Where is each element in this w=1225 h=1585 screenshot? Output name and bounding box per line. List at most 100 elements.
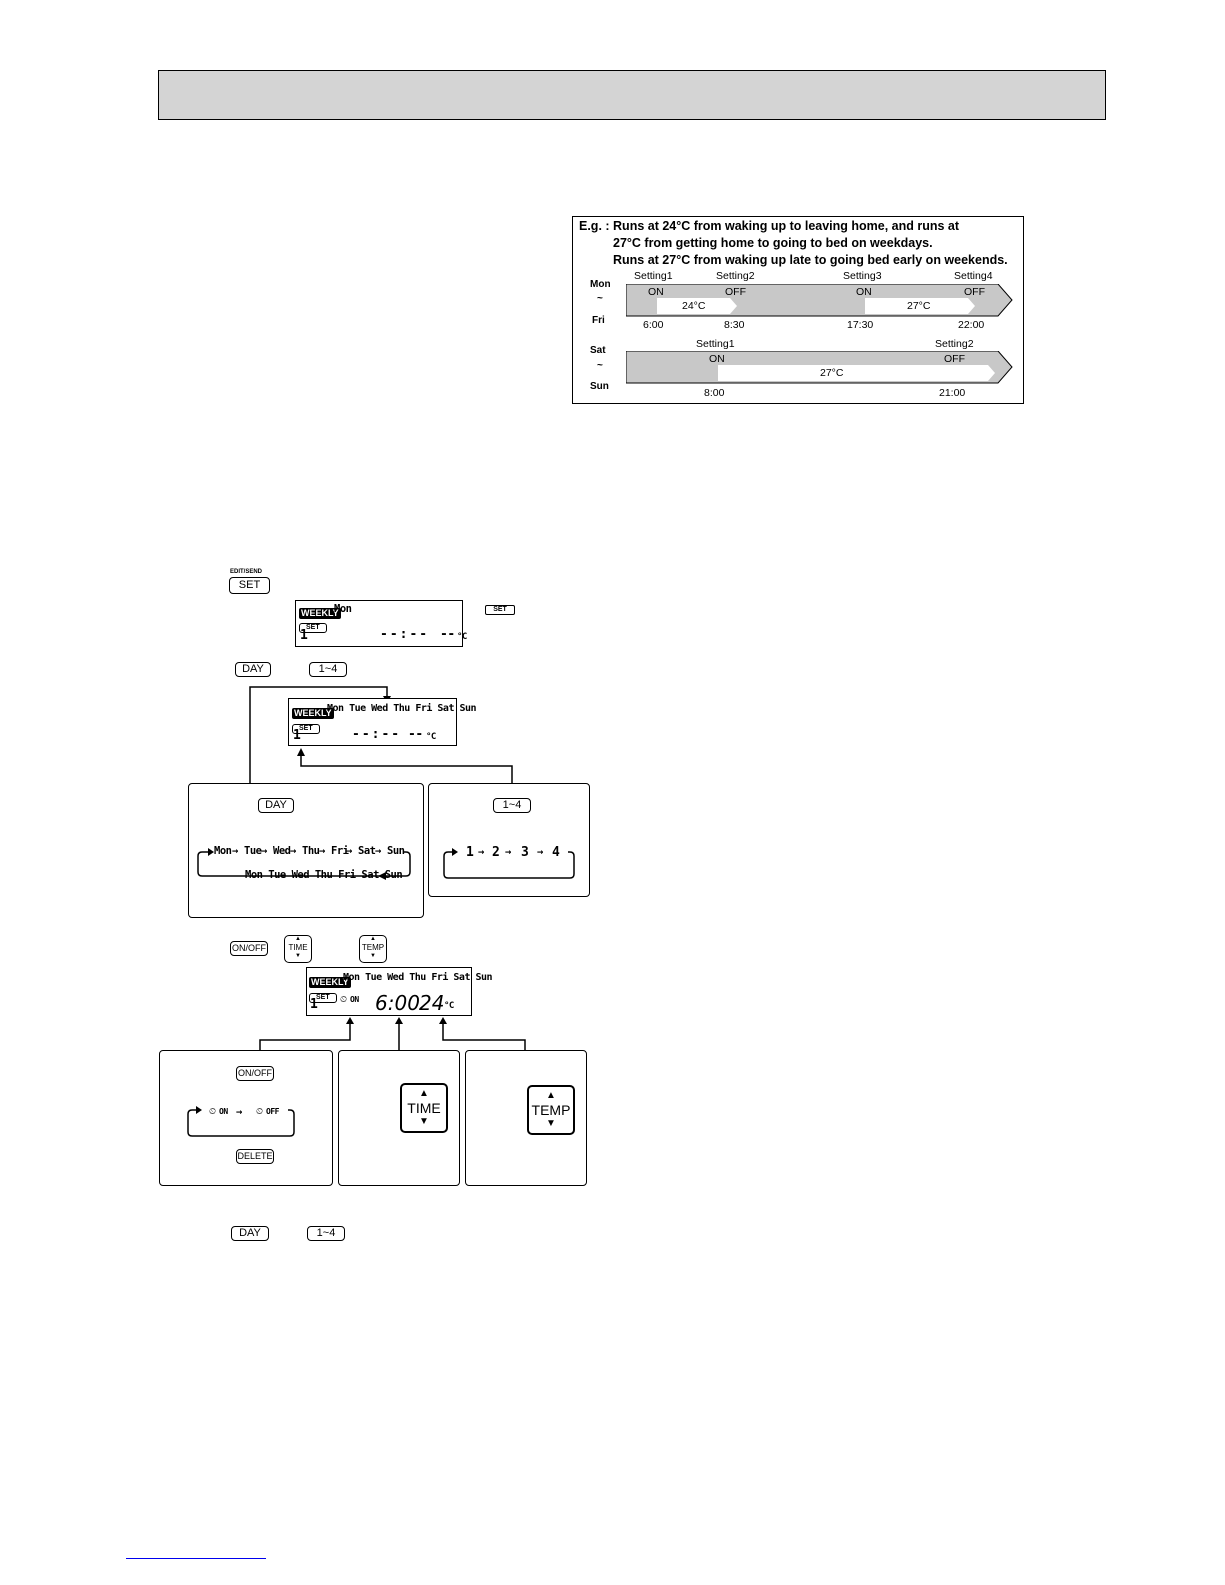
onoff-on: ON [219,1107,228,1116]
day-cycle-fri: Fri [331,845,349,857]
day-cycle-loop [197,848,411,880]
temp-button-large[interactable]: ▲ TEMP ▼ [527,1085,575,1135]
lcd2-setting-number: 1 [293,728,301,743]
example-box [572,216,1024,404]
onoff-cycle-loop [187,1106,295,1137]
temp-small-label: TEMP [361,943,385,952]
day-button[interactable]: DAY [235,662,271,677]
lcd3-unit: °C [444,1001,454,1011]
lcd3-weekly-badge: WEEKLY [309,977,351,988]
temp-up-icon: ▲ [370,936,376,942]
weekend-timeline-arrow [626,351,1013,384]
time-button-large[interactable]: ▲ TIME ▼ [400,1083,448,1133]
example-line-2: 27°C from getting home to going to bed o… [613,236,933,250]
weekend-setting-1: Setting1 [696,338,735,350]
lcd2-time: --:-- [352,727,402,742]
time-up-icon: ▲ [295,936,301,942]
number-2: 2 [492,845,500,860]
weekday-state-4: OFF [964,286,985,298]
lcd-day: Mon [334,603,352,615]
lcd-display-step2 [288,698,457,746]
lcd-display-step1 [295,600,463,647]
lcd3-setting-number: 1 [310,997,318,1012]
time-button-small[interactable]: ▲ TIME ▼ [284,935,312,963]
lcd-weekly-badge: WEEKLY [299,608,341,619]
example-line-3: Runs at 27°C from waking up late to goin… [613,253,1008,267]
weekday-tilde: ~ [597,293,603,304]
lcd2-weekly-badge: WEEKLY [292,708,334,719]
lcd2-unit: °C [426,732,436,742]
weekday-temp-2: 27°C [907,300,931,312]
time-large-down-icon: ▼ [419,1116,429,1127]
time-large-up-icon: ▲ [419,1088,429,1099]
example-line-1: E.g. : Runs at 24°C from waking up to le… [579,219,960,233]
time-large-label: TIME [407,1100,441,1116]
number-3: 3 [521,845,529,860]
section-header-bar [158,70,1106,120]
day-box-key[interactable]: DAY [258,798,294,813]
lcd2-days: Mon Tue Wed Thu Fri Sat Sun [327,703,477,714]
weekday-time-2: 8:30 [724,319,745,331]
set-button[interactable]: SET [229,577,270,594]
lcd-temp: -- [440,627,455,642]
day-button-step4[interactable]: DAY [231,1226,269,1241]
weekday-time-4: 22:00 [958,319,985,331]
set-indicator-small: SET [485,605,515,615]
day-cycle-box [188,783,424,918]
onoff-off: OFF [266,1107,279,1116]
weekend-to: Sun [590,381,609,392]
lcd3-on: ON [350,995,359,1004]
footer-link-underline [126,1558,266,1559]
weekend-tilde: ~ [597,360,603,371]
temp-button-small[interactable]: ▲ TEMP ▼ [359,935,387,963]
onoff-button[interactable]: ON/OFF [230,941,268,956]
weekend-state-2: OFF [944,353,965,365]
weekday-timeline-arrow [626,284,1013,317]
lcd3-time: 6:00 [375,991,420,1015]
num-arrow-2: → [505,846,511,858]
temp-large-down-icon: ▼ [546,1118,556,1129]
weekday-state-1: ON [648,286,664,298]
weekday-setting-4: Setting4 [954,270,993,282]
weekday-time-3: 17:30 [847,319,874,331]
temp-large-label: TEMP [531,1102,571,1118]
weekday-temp-1: 24°C [682,300,706,312]
temp-large-up-icon: ▲ [546,1090,556,1101]
weekend-state-1: ON [709,353,725,365]
weekday-state-2: OFF [725,286,746,298]
number-1: 1 [466,845,474,860]
day-cycle-thu: Thu [302,845,320,857]
weekday-time-1: 6:00 [643,319,664,331]
arrow-2: → [261,845,267,857]
on-clock-icon: ⏲ [209,1106,217,1116]
weekday-state-3: ON [856,286,872,298]
lcd-set-badge: SET [299,616,327,634]
day-cycle-tue: Tue [244,845,262,857]
day-cycle-mon: Mon [214,845,232,857]
lcd3-set-badge: SET [309,986,337,1004]
arrow-4: → [319,845,325,857]
arrow-1: → [232,845,238,857]
delete-button[interactable]: DELETE [236,1149,274,1164]
weekday-setting-1: Setting1 [634,270,673,282]
onoff-box-key[interactable]: ON/OFF [236,1066,274,1081]
temp-down-icon: ▼ [370,953,376,959]
weekday-from: Mon [590,279,611,290]
number-button-step4[interactable]: 1~4 [307,1226,345,1241]
day-cycle-wed: Wed [273,845,291,857]
arrow-6: → [375,845,381,857]
arrow-3: → [290,845,296,857]
lcd2-temp: -- [408,727,423,742]
off-clock-icon: ⏲ [256,1106,264,1116]
day-cycle-sun: Sun [387,845,405,857]
lcd3-days: Mon Tue Wed Thu Fri Sat Sun [343,972,493,983]
setting-number-button[interactable]: 1~4 [309,662,347,677]
weekday-setting-3: Setting3 [843,270,882,282]
time-down-icon: ▼ [295,953,301,959]
weekday-setting-2: Setting2 [716,270,755,282]
num-arrow-3: → [537,846,543,858]
number-box-key[interactable]: 1~4 [493,798,531,813]
lcd-setting-number: 1 [300,628,308,643]
weekend-temp: 27°C [820,367,844,379]
number-4: 4 [552,845,560,860]
